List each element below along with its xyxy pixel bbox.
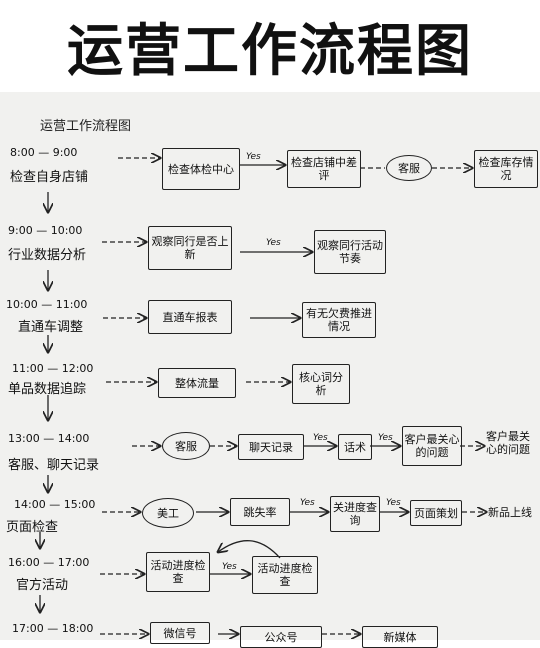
row-time: 16:00 — 17:00	[8, 556, 90, 569]
flow-node: 观察同行是否上新	[148, 226, 232, 270]
row-time: 8:00 — 9:00	[10, 146, 78, 159]
flow-node: 活动进度检查	[252, 556, 318, 594]
flow-node: 话术	[338, 434, 372, 460]
yes-label: Yes	[378, 433, 393, 443]
flow-node-oval: 客服	[162, 432, 210, 460]
row-time: 17:00 — 18:00	[12, 622, 94, 635]
flow-node: 直通车报表	[148, 300, 232, 334]
yes-label: Yes	[313, 433, 328, 443]
row-time: 9:00 — 10:00	[8, 224, 83, 237]
paper-title: 运营工作流程图	[40, 119, 132, 134]
row-task: 官方活动	[16, 578, 69, 593]
flow-node: 核心词分析	[292, 364, 350, 404]
row-time: 14:00 — 15:00	[14, 498, 96, 511]
row-time: 10:00 — 11:00	[6, 298, 88, 311]
flow-node: 聊天记录	[238, 434, 304, 460]
row-task: 单品数据追踪	[8, 382, 87, 397]
flow-node: 微信号	[150, 622, 210, 644]
flow-node: 检查店铺中差评	[287, 150, 361, 188]
flow-node: 关进度查询	[330, 496, 380, 532]
yes-label: Yes	[266, 238, 281, 248]
row-time: 13:00 — 14:00	[8, 432, 90, 445]
flow-node: 有无欠费推进情况	[302, 302, 376, 338]
row-task: 页面检查	[6, 520, 59, 535]
banner-title: 运营工作流程图	[67, 18, 473, 84]
yes-label: Yes	[222, 562, 237, 572]
flow-node: 活动进度检查	[146, 552, 210, 592]
flow-node-oval: 客服	[386, 155, 432, 181]
flow-node: 跳失率	[230, 498, 290, 526]
flow-node: 整体流量	[158, 368, 236, 398]
flow-node: 检查体检中心	[162, 148, 240, 190]
yes-label: Yes	[300, 498, 315, 508]
yes-label: Yes	[246, 152, 261, 162]
row-task: 客服、聊天记录	[8, 458, 100, 473]
flow-node: 页面策划	[410, 500, 462, 526]
flow-node: 检查库存情况	[474, 150, 538, 188]
flow-node: 新媒体	[362, 626, 438, 648]
flow-node: 客户最关心的问题	[402, 426, 462, 466]
row-time: 11:00 — 12:00	[12, 362, 94, 375]
banner: 运营工作流程图	[0, 0, 540, 92]
yes-label: Yes	[386, 498, 401, 508]
flow-node-text: 新品上线	[488, 506, 532, 519]
row-task: 直通车调整	[18, 320, 84, 335]
flow-node-oval: 美工	[142, 498, 194, 528]
row-task: 检查自身店铺	[10, 170, 89, 185]
row-task: 行业数据分析	[8, 248, 87, 263]
flow-node: 公众号	[240, 626, 322, 648]
flow-node-text: 客户最关心的问题	[486, 430, 530, 456]
flow-node: 观察同行活动节奏	[314, 230, 386, 274]
